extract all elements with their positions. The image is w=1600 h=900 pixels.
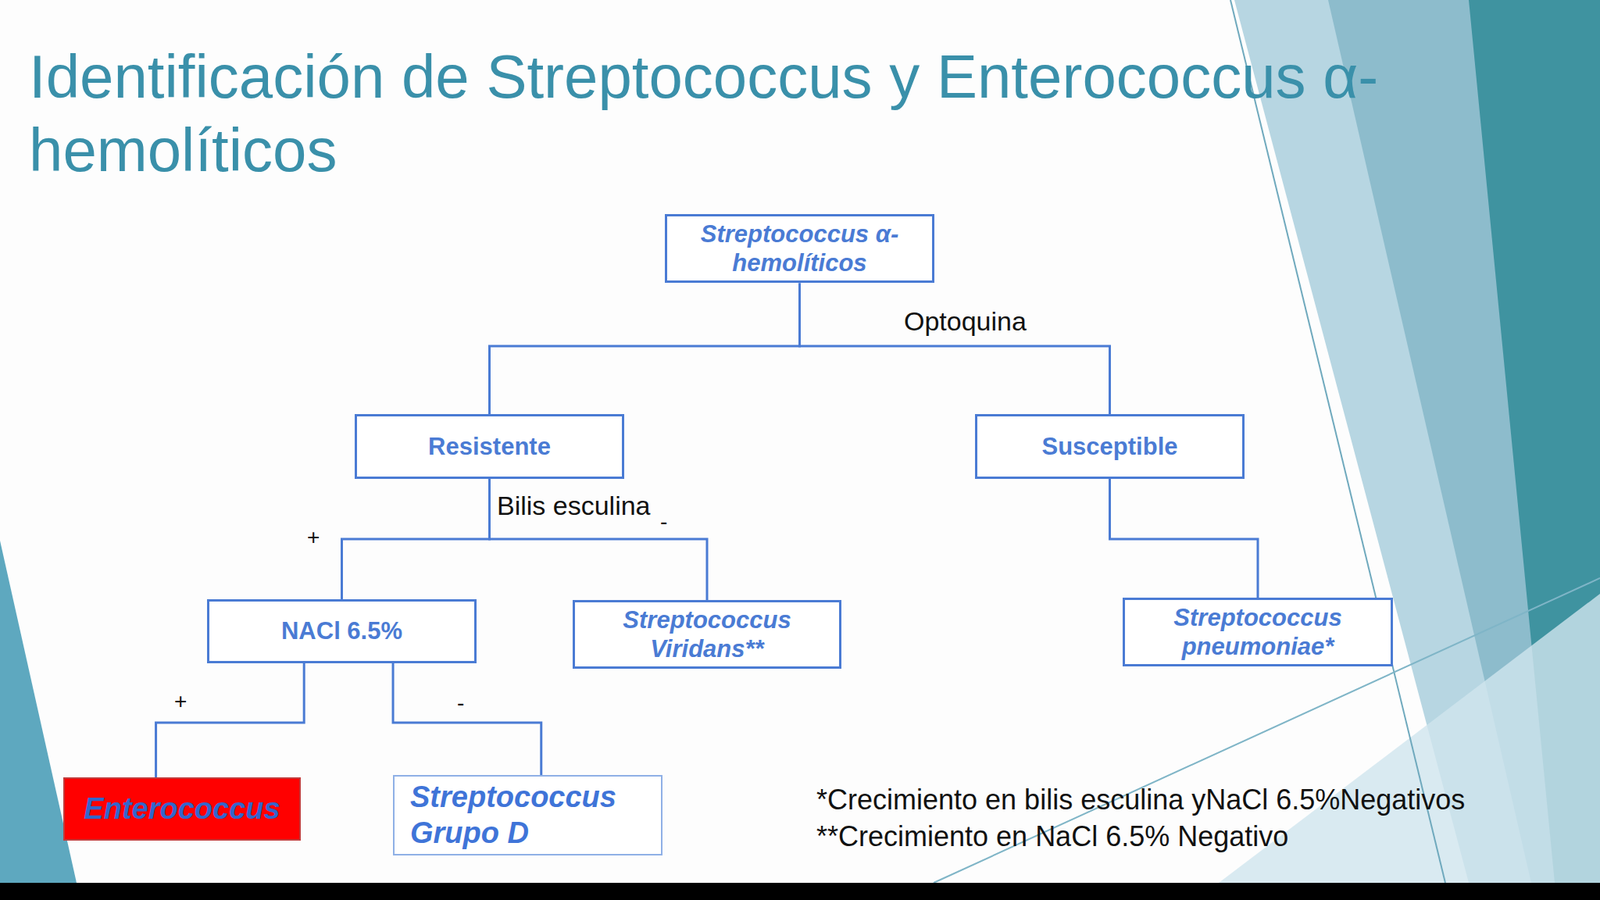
box-text: Streptococcus α-hemolíticos <box>676 219 923 278</box>
box-text: Resistente <box>428 432 551 461</box>
slide-title: Identificación de Streptococcus y Entero… <box>28 40 1584 187</box>
box-text: Streptococcus Viridans** <box>584 605 830 664</box>
box-text: Streptococcus Grupo D <box>410 779 652 851</box>
test-label: Bilis esculina <box>496 490 651 522</box>
connector <box>800 282 1111 415</box>
box-text: Streptococcus pneumoniae* <box>1134 603 1382 661</box>
process-box: NACl 6.5% <box>207 599 477 664</box>
connector <box>489 282 800 415</box>
process-box: Enterococcus <box>63 777 301 841</box>
edge-label: - <box>660 509 668 535</box>
process-box: Resistente <box>354 414 625 479</box>
test-label: Optoquina <box>903 306 1027 337</box>
connector <box>392 663 542 775</box>
footnote: **Crecimiento en NaCl 6.5% Negativo <box>816 820 1289 853</box>
process-box: Streptococcus Grupo D <box>392 775 663 856</box>
bottom-bar <box>0 882 1600 900</box>
box-text: Susceptible <box>1042 432 1179 461</box>
process-box: Susceptible <box>975 414 1245 479</box>
footnote: *Crecimiento en bilis esculina yNaCl 6.5… <box>816 783 1465 816</box>
edge-label: - <box>457 690 465 716</box>
process-box: Streptococcus Viridans** <box>572 600 842 669</box>
process-box: Streptococcus α-hemolíticos <box>664 214 935 283</box>
connector <box>156 663 305 778</box>
connector <box>1110 478 1259 598</box>
connector <box>489 478 708 600</box>
box-text: Enterococcus <box>83 791 280 828</box>
edge-label: + <box>174 689 187 715</box>
edge-label: + <box>307 525 320 550</box>
decor-line <box>1230 0 1446 883</box>
process-box: Streptococcus pneumoniae* <box>1122 597 1393 667</box>
connector <box>342 478 490 600</box>
box-text: NACl 6.5% <box>281 616 403 646</box>
